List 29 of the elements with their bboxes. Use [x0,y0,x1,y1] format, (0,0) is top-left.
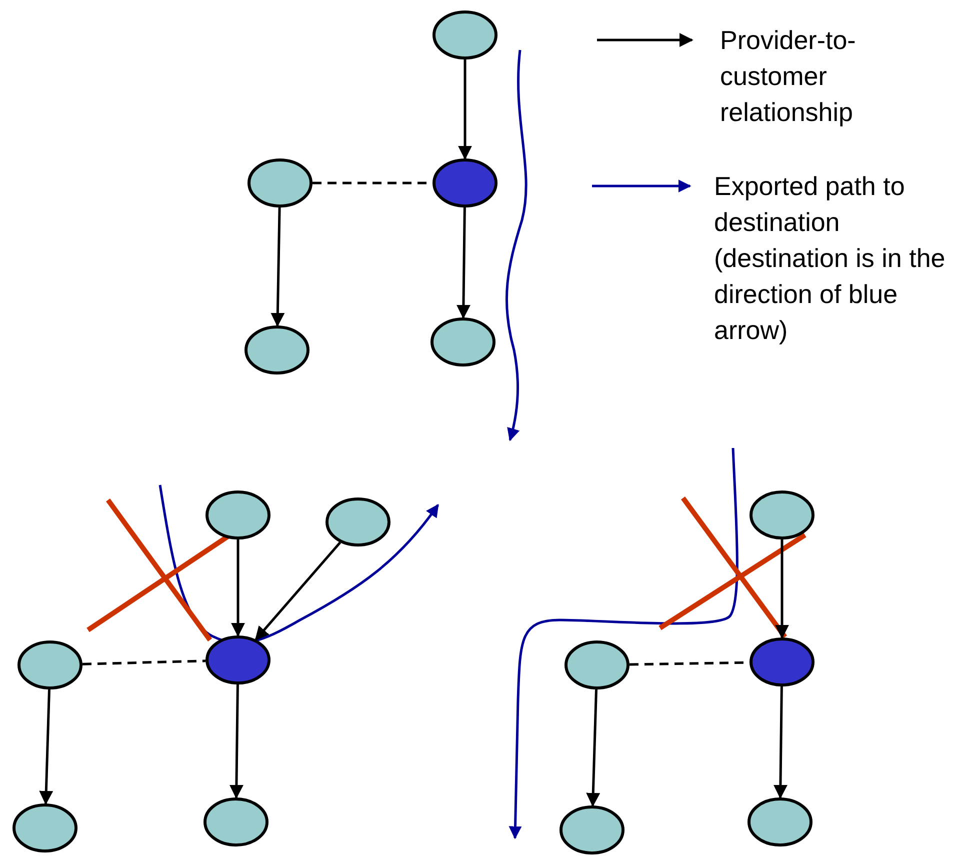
arrow [39,689,54,805]
arrow [231,540,245,637]
circle-node [432,158,498,208]
connector-line [82,660,206,666]
arrow [229,684,244,799]
circle-node [205,635,271,685]
circle-node [205,490,271,540]
circle-node [203,797,269,847]
arrow [773,686,788,799]
arrow [270,207,285,327]
legend-text: Exported path to destination (destination is in the direction of blue arrow) [714,170,946,347]
legend-text: Provider-to-customer relationship [720,24,857,129]
arrow [458,60,472,160]
circle-node [247,158,313,208]
circle-node [17,640,83,690]
arrow [456,207,470,319]
circle-node [747,797,813,847]
circle-node [12,803,78,853]
circle-node [432,10,498,60]
arrow [775,540,789,639]
circle-node [749,637,815,687]
circle-node [325,497,391,547]
circle-node [749,490,815,540]
circle-node [430,317,496,367]
circle-node [244,325,310,375]
circle-node [564,640,630,690]
arrow [586,689,600,807]
arrow [254,542,342,641]
circle-node [559,805,625,855]
